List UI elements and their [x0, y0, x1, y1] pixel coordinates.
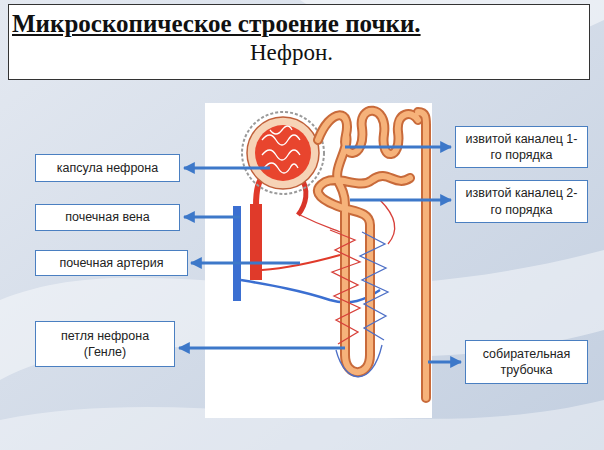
- subtitle-label: Нефрон.: [250, 40, 333, 66]
- label-text: извитой каналец 1-го порядка: [461, 131, 582, 164]
- label-text-group: извитой каналец 2-го порядка: [461, 185, 582, 218]
- label-box: петля нефрона (Генле): [35, 321, 175, 367]
- label-text-group: извитой каналец 1-го порядка: [461, 131, 582, 164]
- label-box: почечная вена: [35, 204, 180, 231]
- slide-title: Микроскопическое строение почки.: [12, 10, 421, 38]
- label-text-group: почечная артерия: [60, 255, 164, 271]
- label-text-group: почечная вена: [65, 209, 149, 225]
- label-text: почечная артерия: [60, 255, 164, 271]
- label-text-group: капсула нефрона: [57, 160, 158, 176]
- label-box: извитой каналец 2-го порядка: [455, 180, 588, 223]
- label-text-group: собирательная трубочка: [471, 346, 582, 379]
- label-text: петля нефрона (Генле): [41, 328, 169, 361]
- label-box: капсула нефрона: [35, 154, 180, 182]
- label-box: собирательная трубочка: [465, 340, 588, 384]
- label-text: капсула нефрона: [57, 160, 158, 176]
- label-text: собирательная трубочка: [471, 346, 582, 379]
- label-box: извитой каналец 1-го порядка: [455, 126, 588, 168]
- label-box: почечная артерия: [35, 250, 188, 276]
- label-text-group: петля нефрона (Генле): [41, 328, 169, 361]
- label-text: извитой каналец 2-го порядка: [461, 185, 582, 218]
- label-text: почечная вена: [65, 209, 149, 225]
